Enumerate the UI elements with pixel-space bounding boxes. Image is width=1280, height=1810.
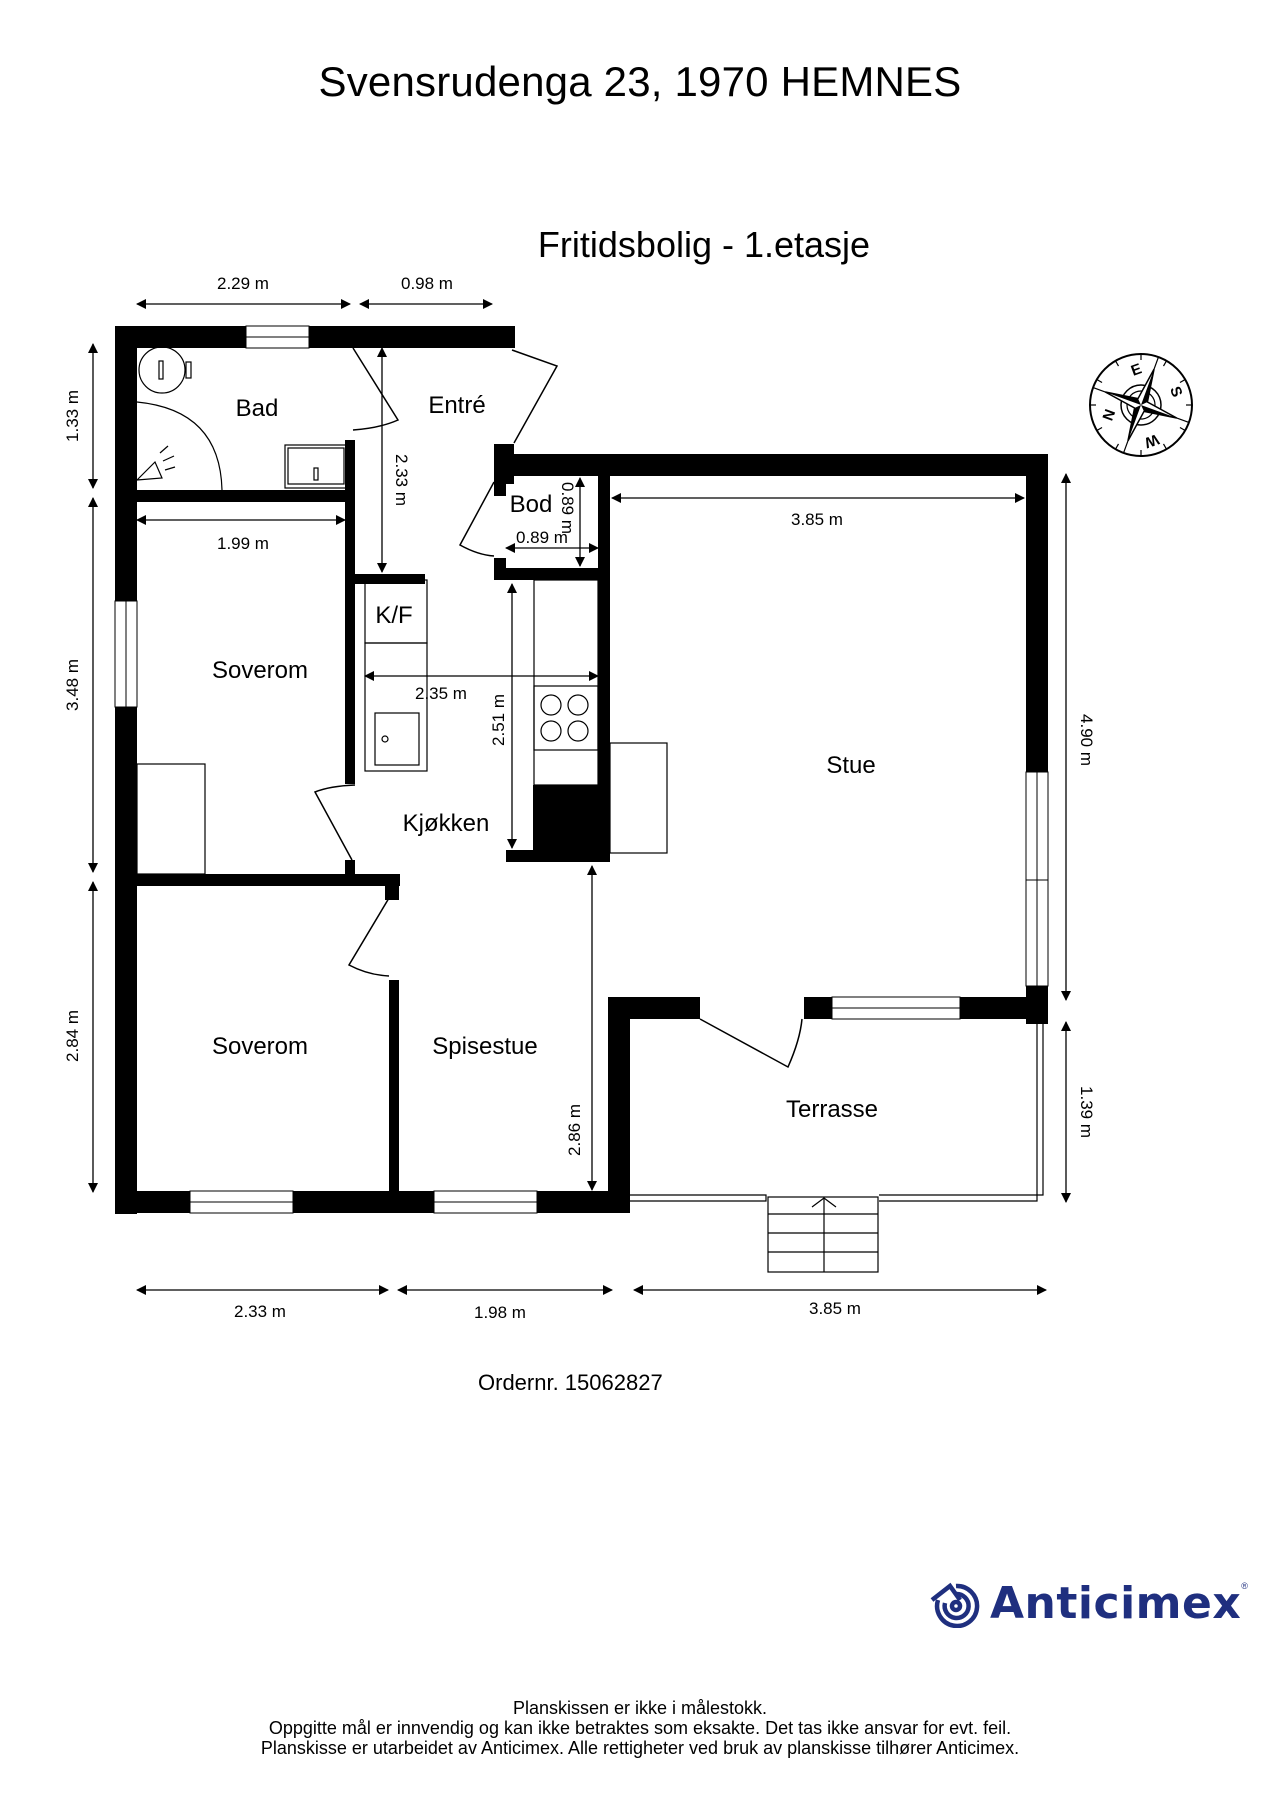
dim-stue-width: 3.85 m	[791, 510, 843, 529]
room-label-bod: Bod	[510, 491, 553, 518]
stove-icon	[533, 685, 599, 751]
dim-bottom-spisestue: 1.98 m	[474, 1303, 526, 1322]
anticimex-logo: Anticimex ®	[928, 1578, 1248, 1629]
floor-title: Fritidsbolig - 1.etasje	[537, 224, 871, 265]
dim-right-terrasse: 1.39 m	[1077, 1086, 1096, 1138]
disclaimer-line-1: Planskissen er ikke i målestokk.	[512, 1698, 768, 1718]
dim-top-bad: 2.29 m	[217, 274, 269, 293]
compass-icon: N E S W	[1089, 353, 1193, 457]
dim-entre-height: 2.33 m	[392, 454, 411, 506]
brand-name: Anticimex	[990, 1578, 1242, 1629]
dimension-lines	[88, 299, 1071, 1295]
dim-left-bad: 1.33 m	[63, 390, 82, 442]
dim-right-stue: 4.90 m	[1077, 714, 1096, 766]
dim-bod-width: 0.89 m	[516, 528, 568, 547]
compass-w: W	[1141, 430, 1161, 451]
stairs-icon	[767, 1196, 879, 1273]
fixtures	[135, 346, 1044, 1273]
room-label-soverom-2: Soverom	[212, 1033, 308, 1060]
dim-spisestue-height: 2.86 m	[565, 1104, 584, 1156]
dim-bottom-soverom: 2.33 m	[234, 1302, 286, 1321]
room-label-kf: K/F	[375, 602, 412, 629]
shower-icon	[135, 460, 163, 481]
dim-bod-height: 0.89 m	[558, 482, 577, 534]
disclaimer-line-3: Planskisse er utarbeidet av Anticimex. A…	[260, 1738, 1020, 1758]
dim-bottom-terrasse: 3.85 m	[809, 1299, 861, 1318]
dim-kjokken-width: 2.35 m	[415, 684, 467, 703]
registered-mark: ®	[1241, 1580, 1248, 1591]
windows	[114, 325, 1049, 1214]
dim-left-soverom2: 2.84 m	[63, 1010, 82, 1062]
disclaimer: Planskissen er ikke i målestokk. Oppgitt…	[0, 1698, 1280, 1758]
dim-soverom-width: 1.99 m	[217, 534, 269, 553]
room-label-bad: Bad	[236, 395, 279, 422]
bathroom-sink-icon	[284, 444, 348, 489]
address-title: Svensrudenga 23, 1970 HEMNES	[318, 58, 962, 105]
toilet-icon	[138, 346, 186, 394]
kitchen-sink-icon	[374, 712, 420, 766]
room-label-terrasse: Terrasse	[786, 1096, 878, 1123]
room-label-entre: Entré	[428, 392, 485, 419]
room-label-stue: Stue	[826, 752, 875, 779]
dim-top-entre: 0.98 m	[401, 274, 453, 293]
room-label-kjokken: Kjøkken	[403, 810, 490, 837]
dim-left-soverom: 3.48 m	[63, 659, 82, 711]
room-label-soverom-1: Soverom	[212, 657, 308, 684]
order-number: Ordernr. 15062827	[478, 1370, 663, 1395]
room-label-spisestue: Spisestue	[432, 1033, 537, 1060]
anticimex-logo-icon	[930, 1582, 980, 1628]
walls	[115, 326, 1048, 1214]
dim-kjokken-height: 2.51 m	[489, 694, 508, 746]
disclaimer-line-2: Oppgitte mål er innvendig og kan ikke be…	[268, 1718, 1012, 1738]
